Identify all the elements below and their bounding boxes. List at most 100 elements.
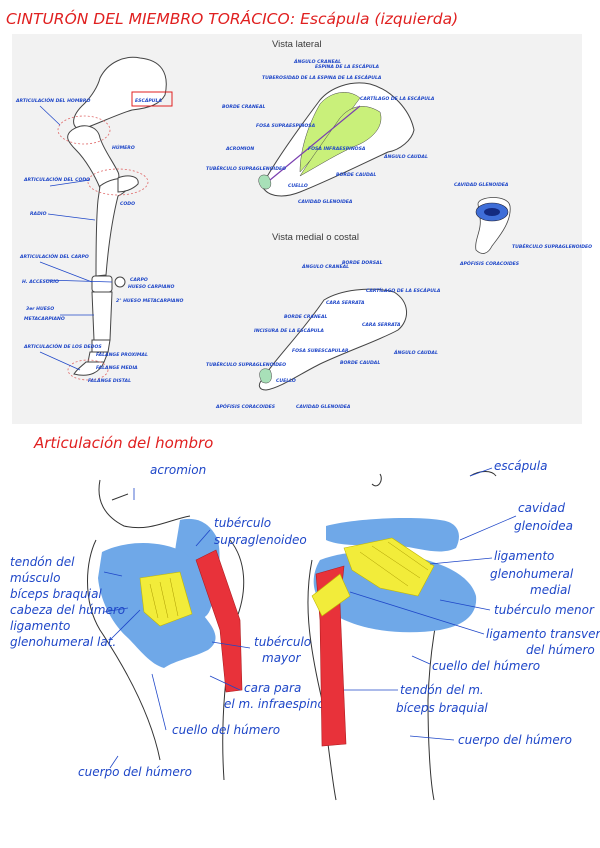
- escapula-box: [131, 91, 173, 107]
- label-escapula: ESCÁPULA: [135, 97, 162, 104]
- label-carpo: CARPO: [130, 277, 148, 283]
- label-2-hueso-metacarpiano: 2° HUESO METACARPIANO: [116, 298, 183, 304]
- joint-highlights: [57, 115, 149, 381]
- label-apofisis-med: APÓFISIS CORACOIDES: [215, 403, 276, 410]
- label-angulo-caudal-med: ÁNGULO CAUDAL: [393, 349, 438, 356]
- label-cuello-lat: CUELLO: [288, 183, 308, 189]
- glenoid-labels: CAVIDAD GLENOIDEA TUBÉRCULO SUPRAGLENOID…: [454, 182, 592, 267]
- label-borde-dorsal: BORDE DORSAL: [342, 260, 383, 266]
- label-lig-med-3: medial: [530, 583, 571, 597]
- label-f-media: FALANGE MEDIA: [96, 365, 138, 371]
- label-ligamento-2: glenohumeral lat.: [10, 635, 116, 649]
- scapula-glenoid-rim: [326, 518, 459, 552]
- label-cavidad-1: cavidad: [518, 501, 565, 515]
- label-f-distal: FALANGE DISTAL: [88, 378, 131, 384]
- label-cuerpo-left: cuerpo del húmero: [78, 765, 192, 779]
- label-tub-menor: tubérculo menor: [494, 603, 595, 617]
- label-cuello-med: CUELLO: [276, 378, 296, 384]
- lateral-glenoid: [258, 174, 272, 190]
- label-metacarpiano: METACARPIANO: [24, 316, 65, 322]
- label-fosa-sub: FOSA SUBESCAPULAR: [292, 348, 349, 354]
- label-art-codo: ARTICULACIÓN DEL CODO: [23, 176, 90, 183]
- limb-metacarpal: [91, 291, 113, 341]
- shoulder-right-labels: escápula cavidad glenoidea ligamento gle…: [396, 459, 600, 747]
- section-title: Articulación del hombro: [33, 434, 213, 452]
- label-angulo-craneal-med: ÁNGULO CRANEAL: [301, 263, 349, 270]
- shoulder-left-leaders: [103, 488, 251, 769]
- limb-radius: [95, 177, 130, 277]
- label-acromion: acromion: [150, 463, 206, 477]
- label-borde-craneal-med: BORDE CRANEAL: [284, 314, 327, 320]
- label-angulo-caudal-lat: ÁNGULO CAUDAL: [383, 153, 428, 160]
- biceps-tendon-left: [195, 549, 243, 693]
- label-lig-med-1: ligamento: [494, 549, 554, 563]
- lateral-spine: [269, 105, 361, 181]
- label-tendon-3: bíceps braquial: [10, 587, 102, 601]
- scapula-lateral: [258, 82, 415, 197]
- label-lig-med-2: glenohumeral: [490, 567, 574, 581]
- label-cuello-right: cuello del húmero: [432, 659, 540, 673]
- glenoid-center: [484, 208, 500, 216]
- label-tendon-2: músculo: [10, 571, 60, 585]
- label-tendon-1: tendón del: [10, 555, 75, 569]
- limb-carpus: [91, 275, 113, 293]
- label-cavidad-2: glenoidea: [514, 519, 573, 533]
- label-ligamento-1: ligamento: [10, 619, 70, 633]
- label-cartilago-med: CARTÍLAGO DE LA ESCÁPULA: [366, 287, 441, 294]
- label-art-hombro: ARTICULACIÓN DEL HOMBRO: [15, 97, 90, 104]
- label-f-proximal: FALANGE PROXIMAL: [96, 352, 148, 358]
- label-cuello-left: cuello del húmero: [172, 723, 280, 737]
- label-lig-trans-1: ligamento transverso: [486, 627, 600, 641]
- forelimb-skeleton: [67, 56, 167, 376]
- label-tendon-r-1: tendón del m.: [400, 683, 484, 697]
- label-art-carpo: ARTICULACIÓN DEL CARPO: [19, 253, 89, 260]
- label-cuerpo-right: cuerpo del húmero: [458, 733, 572, 747]
- label-tuberosidad: TUBEROSIDAD DE LA ESPINA DE LA ESCÁPULA: [262, 74, 382, 81]
- label-acromion-lat: ACROMION: [225, 146, 254, 152]
- label-apofisis-glenoid: APÓFISIS CORACOIDES: [459, 260, 520, 267]
- label-fosa-supra: FOSA SUPRAESPINOSA: [256, 123, 316, 129]
- label-cara-2: el m. infraespinoso: [224, 697, 338, 711]
- scapula-medial: [258, 288, 407, 391]
- label-3er-hueso: 3er HUESO: [26, 306, 54, 312]
- medial-glenohumeral-ligament: [343, 537, 435, 597]
- label-cara-serrata-1: CARA SERRATA: [326, 300, 365, 306]
- label-cara-serrata-2: CARA SERRATA: [362, 322, 401, 328]
- label-angulo-craneal-lat: ÁNGULO CRANEAL: [293, 58, 341, 65]
- limb-leader-lines: [39, 105, 113, 371]
- limb-accessory-carpal: [114, 276, 126, 288]
- humeral-head-right: [313, 551, 477, 633]
- label-fosa-infra: FOSA INFRAESPINOSA: [308, 146, 366, 152]
- page-title: CINTURÓN DEL MIEMBRO TORÁCICO: Escápula …: [6, 9, 458, 28]
- label-radio: RADIO: [30, 211, 47, 217]
- medial-labels: ÁNGULO CRANEAL BORDE DORSAL CARA SERRATA…: [206, 260, 441, 410]
- label-cara-1: cara para: [244, 681, 301, 695]
- label-cavidad-lat: CAVIDAD GLENOIDEA: [298, 199, 353, 205]
- label-espina: ESPINA DE LA ESCÁPULA: [315, 63, 380, 70]
- label-tendon-r-2: bíceps braquial: [396, 701, 488, 715]
- label-borde-caudal-lat: BORDE CAUDAL: [336, 172, 376, 178]
- label-tuberculo-supra-lat: TUBÉRCULO SUPRAGLENOIDEO: [206, 164, 286, 172]
- medial-view-title: Vista medial o costal: [272, 232, 359, 243]
- shoulder-medial-drawing: [307, 471, 497, 801]
- shoulder-left-labels: acromion tubérculo supraglenoideo tendón…: [10, 463, 338, 779]
- limb-labels: ESCÁPULA ARTICULACIÓN DEL HOMBRO HÚMERO …: [15, 97, 183, 384]
- label-cavidad-med: CAVIDAD GLENOIDEA: [296, 404, 351, 410]
- lateral-labels: TUBEROSIDAD DE LA ESPINA DE LA ESCÁPULA …: [206, 58, 435, 205]
- label-borde-craneal-lat: BORDE CRANEAL: [222, 104, 265, 110]
- label-tuberculo-glenoid: TUBÉRCULO SUPRAGLENOIDEO: [512, 242, 592, 250]
- label-tuberculo-supra-med: TUBÉRCULO SUPRAGLENOIDEO: [206, 360, 286, 368]
- label-borde-caudal-med: BORDE CAUDAL: [340, 360, 380, 366]
- lateral-infraspinous-fossa: [299, 106, 382, 177]
- label-cabeza: cabeza del húmero: [10, 603, 125, 617]
- label-escapula-r: escápula: [494, 459, 548, 473]
- shoulder-right-leaders: [344, 467, 517, 741]
- label-tub-supra-1: tubérculo: [214, 516, 271, 530]
- label-cavidad-glenoid: CAVIDAD GLENOIDEA: [454, 182, 509, 188]
- limb-scapula: [73, 56, 167, 131]
- label-humero: HÚMERO: [112, 144, 135, 151]
- shoulder-lateral-drawing: [87, 479, 245, 781]
